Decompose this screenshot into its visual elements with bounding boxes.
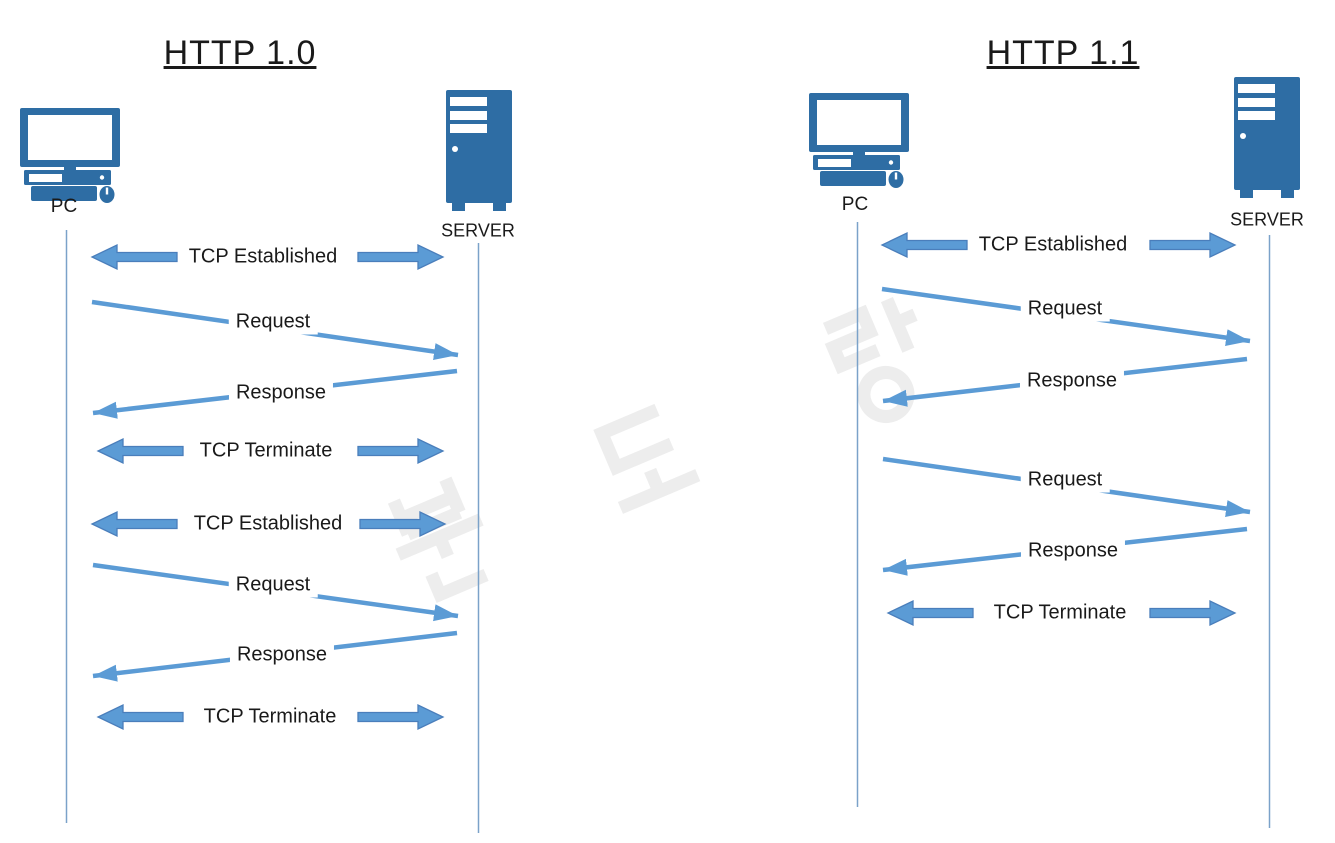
http11-server-icon xyxy=(1234,77,1300,198)
http10-message-label: TCP Established xyxy=(186,511,350,537)
http11-pc-label: PC xyxy=(841,194,869,215)
http10-title: HTTP 1.0 xyxy=(163,34,317,72)
http10-server-icon xyxy=(446,90,512,211)
http10-message-label: TCP Established xyxy=(181,244,345,270)
http11-message-label: Response xyxy=(1020,538,1126,564)
http11-message-label: Request xyxy=(1020,296,1110,322)
http10-message-label: Request xyxy=(228,309,318,335)
http11-message-label: Request xyxy=(1020,467,1110,493)
http10-message-label: Request xyxy=(228,572,318,598)
http11-pc-icon xyxy=(809,93,909,188)
watermark xyxy=(387,297,918,603)
http10-pc-label: PC xyxy=(50,196,78,217)
http11-message-label: Response xyxy=(1019,368,1125,394)
http10-message-label: Response xyxy=(229,642,335,668)
http11-title: HTTP 1.1 xyxy=(986,34,1140,72)
http10-server-label: SERVER xyxy=(441,220,515,241)
http10-message-label: TCP Terminate xyxy=(196,704,344,730)
http10-pc-icon xyxy=(20,108,120,203)
http11-message-label: TCP Established xyxy=(971,232,1135,258)
http11-message-label: TCP Terminate xyxy=(986,600,1134,626)
http10-message-label: Response xyxy=(228,380,334,406)
http11-server-label: SERVER xyxy=(1230,209,1304,230)
http10-message-label: TCP Terminate xyxy=(192,438,340,464)
